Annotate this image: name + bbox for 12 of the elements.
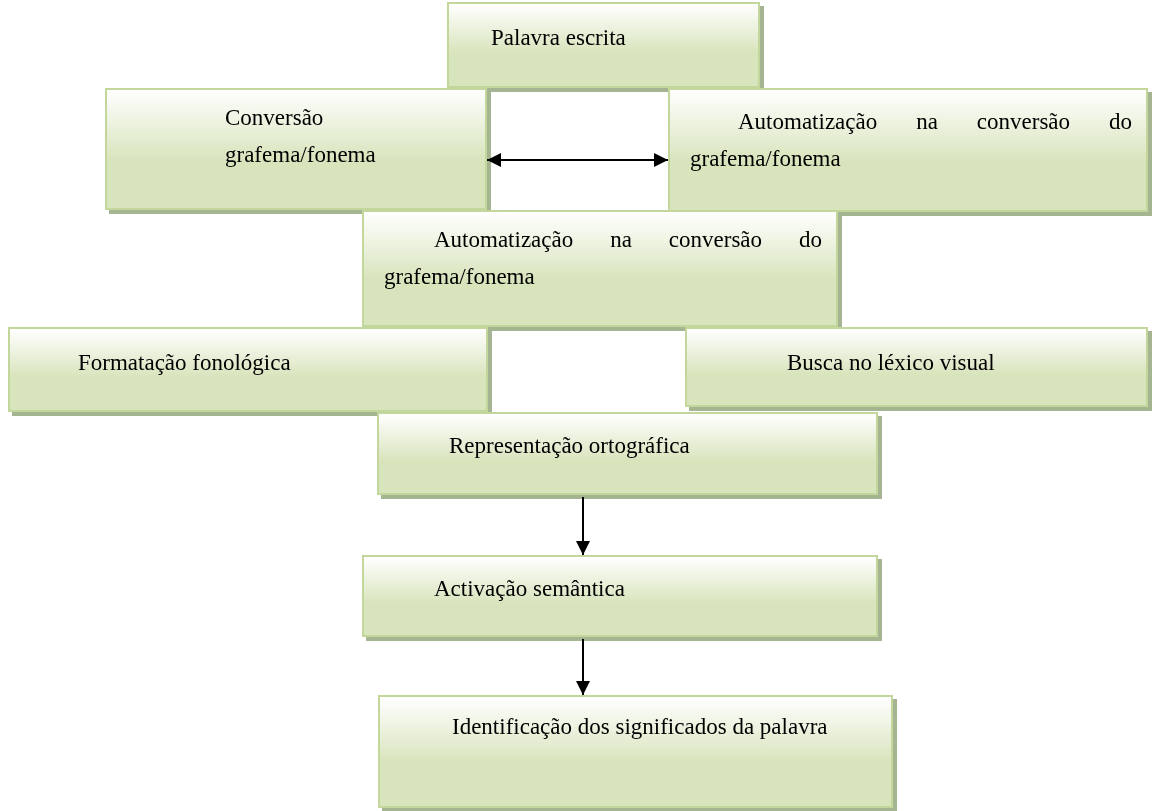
arrow [576, 638, 590, 696]
box-text: Representação ortográfica [448, 432, 691, 460]
box-text: Conversão grafema/fonema [224, 104, 377, 169]
arrow [486, 153, 669, 167]
box-text: Identificação dos significados da palavra [451, 713, 829, 741]
box-text: Formatação fonológica [77, 349, 292, 377]
box-text: Activação semântica [433, 575, 626, 603]
box-text: Palavra escrita [490, 24, 627, 52]
box-text: Automatização na conversão do grafema/fonema [689, 108, 1133, 173]
box-text: Automatização na conversão do grafema/fonema [383, 226, 823, 291]
arrow [576, 496, 590, 556]
box-text: Busca no léxico visual [786, 349, 996, 377]
